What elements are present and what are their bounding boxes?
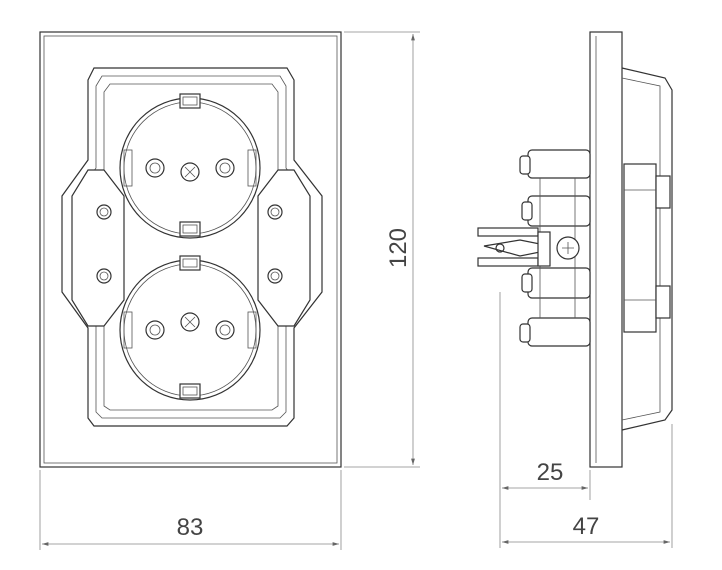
clip-assembly xyxy=(477,149,591,347)
dimension-height: 120 xyxy=(344,31,420,468)
right-mount-tab xyxy=(257,169,311,327)
pin-hole xyxy=(215,158,235,178)
dimension-depth-body-label: 25 xyxy=(537,459,564,486)
outer-frame xyxy=(39,31,342,468)
pin-hole xyxy=(145,320,165,340)
pin-hole xyxy=(215,320,235,340)
socket-bottom xyxy=(119,255,261,401)
dimension-height-label: 120 xyxy=(385,228,412,268)
cover-plate xyxy=(589,31,623,468)
side-view xyxy=(477,31,673,468)
dimension-depth-body: 25 xyxy=(499,292,591,500)
dimension-depth-total-label: 47 xyxy=(573,513,600,540)
pin-hole xyxy=(145,158,165,178)
dimension-width: 83 xyxy=(39,470,342,550)
screw-icon xyxy=(180,162,200,182)
dimension-width-label: 83 xyxy=(177,514,204,541)
front-view xyxy=(39,31,342,468)
socket-top xyxy=(119,93,261,239)
dimension-depth-total: 47 xyxy=(499,424,673,548)
left-mount-tab xyxy=(71,169,125,327)
screw-icon xyxy=(180,312,200,332)
